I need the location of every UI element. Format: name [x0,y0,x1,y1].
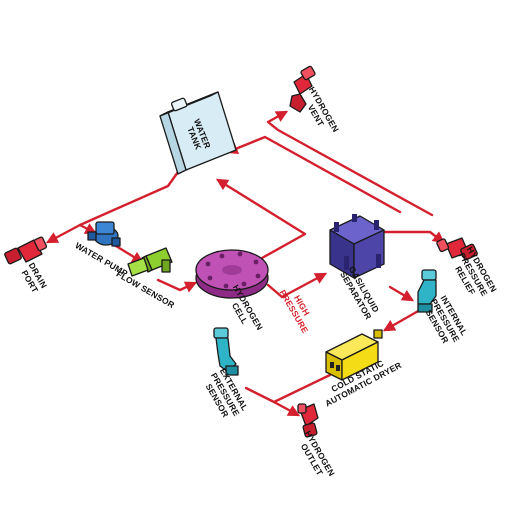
drain-port-fitting [4,236,48,265]
pipe-to-drain [45,223,82,244]
pipe-flow-sensor-to-cell [156,278,198,293]
svg-text:DRAIN PORT: DRAIN PORT [18,261,51,297]
water-pump [87,221,121,247]
pipe-cell-to-separator [266,272,328,299]
flow-sensor-label: FLOW SENSOR [115,269,177,310]
pipe-separator-to-relief [380,230,445,244]
hydrogen-vent-fitting [289,65,316,113]
pipe-sensor-to-dryer [382,308,422,332]
pipe-separator-to-vent [266,110,434,217]
svg-text:GAS/LIQUID SEPARATOR: GAS/LIQUID SEPARATOR [338,265,382,322]
pipe-pump-to-flow-sensor [114,244,145,264]
svg-text:EXTERNAL PRESSURE SENS: EXTERNAL PRESSURE SENSOR [200,366,251,425]
gas-liquid-separator [329,214,385,279]
pipes [45,110,445,417]
hydrogen-outlet-fitting [297,403,319,438]
svg-text:HIGH PRESSURE: HIGH PRESSURE [278,283,320,335]
pipe-tank-to-pump [78,170,180,235]
flow-sensor [127,247,173,277]
external-pressure-sensor [213,327,239,376]
pipe-cell-to-tank [215,178,307,260]
pressure-relief-fitting [436,237,478,261]
hydrogen-cell [195,249,269,299]
internal-pressure-sensor [417,269,437,313]
pipe-separator-to-tank [225,135,402,214]
cold-static-dryer [325,329,383,381]
water-tank: WATER TANK [159,91,237,175]
svg-text:HYDROGEN VENT: HYDROGEN VENT [298,85,342,141]
pipe-external-sensor-tee [244,386,276,404]
svg-text:HYDROGEN OUTLET: HYDROGEN OUTLET [294,429,338,485]
pipe-separator-to-internal-sensor [388,285,415,302]
